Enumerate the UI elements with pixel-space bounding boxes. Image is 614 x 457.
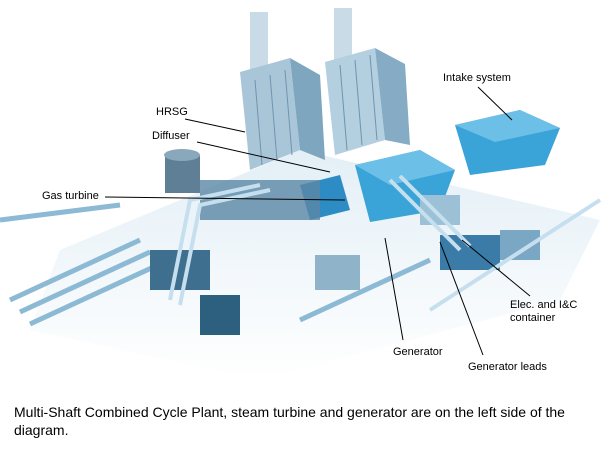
label-hrsg: HRSG <box>156 106 188 118</box>
storage-tank <box>164 149 200 193</box>
hrsg-units <box>240 48 410 170</box>
pipe-rack-left <box>0 202 432 327</box>
figure-caption: Multi-Shaft Combined Cycle Plant, steam … <box>14 404 565 438</box>
label-elec-line2: container <box>510 312 556 324</box>
label-generator-leads: Generator leads <box>468 361 547 373</box>
label-elec-container: Elec. and I&C container <box>510 299 577 325</box>
label-diffuser: Diffuser <box>152 130 190 142</box>
plant-illustration <box>0 8 602 380</box>
label-elec-line1: Elec. and I&C <box>510 299 578 311</box>
pipe-bundles <box>168 174 602 312</box>
label-gas-turbine: Gas turbine <box>42 190 99 202</box>
label-generator: Generator <box>393 346 443 358</box>
leader-lines <box>104 86 531 356</box>
label-intake-system: Intake system <box>443 72 511 84</box>
